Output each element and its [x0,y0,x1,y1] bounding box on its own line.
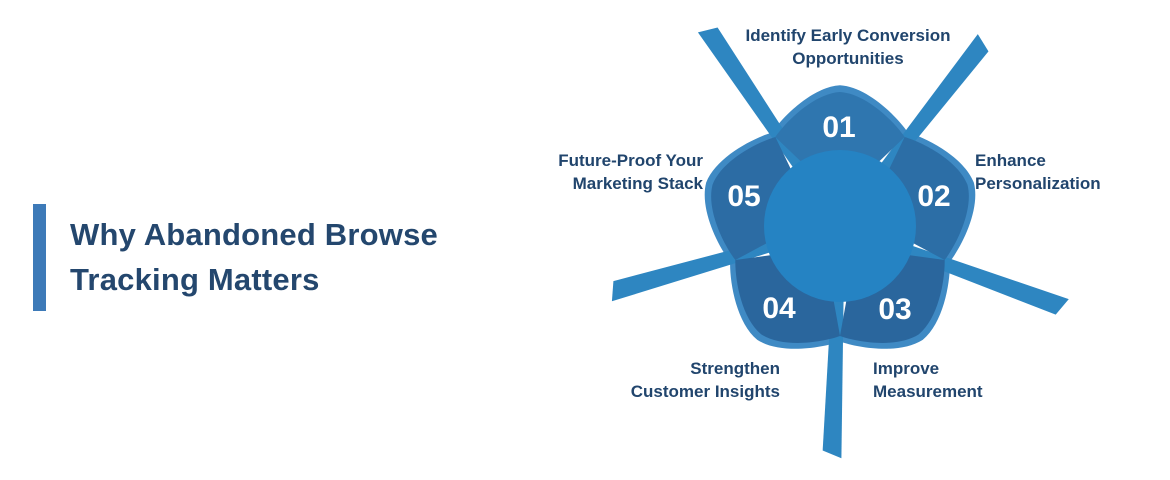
step-label-04-line-2: Customer Insights [630,382,780,401]
step-label-01-line-1: Identify Early Conversion [745,26,951,45]
petal-01 [775,92,905,169]
step-label-02-line-1: Enhance [975,151,1046,170]
petal-layer [711,92,969,343]
step-label-05-line-1: Future-Proof Your [558,151,703,170]
petal-03 [839,253,945,343]
step-label-01: Identify Early Conversion Opportunities [648,24,1048,70]
step-label-02-line-2: Personalization [975,174,1101,193]
page-title: Why Abandoned Browse Tracking Matters [70,212,438,302]
step-number-05: 05 [727,180,760,213]
step-number-01: 01 [822,111,855,144]
page-title-line-1: Why Abandoned Browse [70,217,438,252]
step-label-05-line-2: Marketing Stack [572,174,703,193]
step-label-03-line-2: Measurement [873,382,983,401]
petal-04 [735,253,841,343]
step-number-03: 03 [878,293,911,326]
step-label-03: Improve Measurement [873,357,983,403]
step-label-01-line-2: Opportunities [792,49,904,68]
step-number-04: 04 [762,292,796,325]
step-label-04: Strengthen Customer Insights [631,357,780,403]
step-label-04-line-1: Strengthen [690,359,780,378]
step-number-layer: 01 02 03 04 05 [727,111,950,326]
page-title-line-2: Tracking Matters [70,262,320,297]
step-label-03-line-1: Improve [873,359,940,378]
step-label-02: Enhance Personalization [975,149,1101,195]
step-label-05: Future-Proof Your Marketing Stack [558,149,703,195]
diagram-center-circle [764,150,916,302]
title-accent-bar [33,204,46,311]
step-number-02: 02 [917,180,950,213]
